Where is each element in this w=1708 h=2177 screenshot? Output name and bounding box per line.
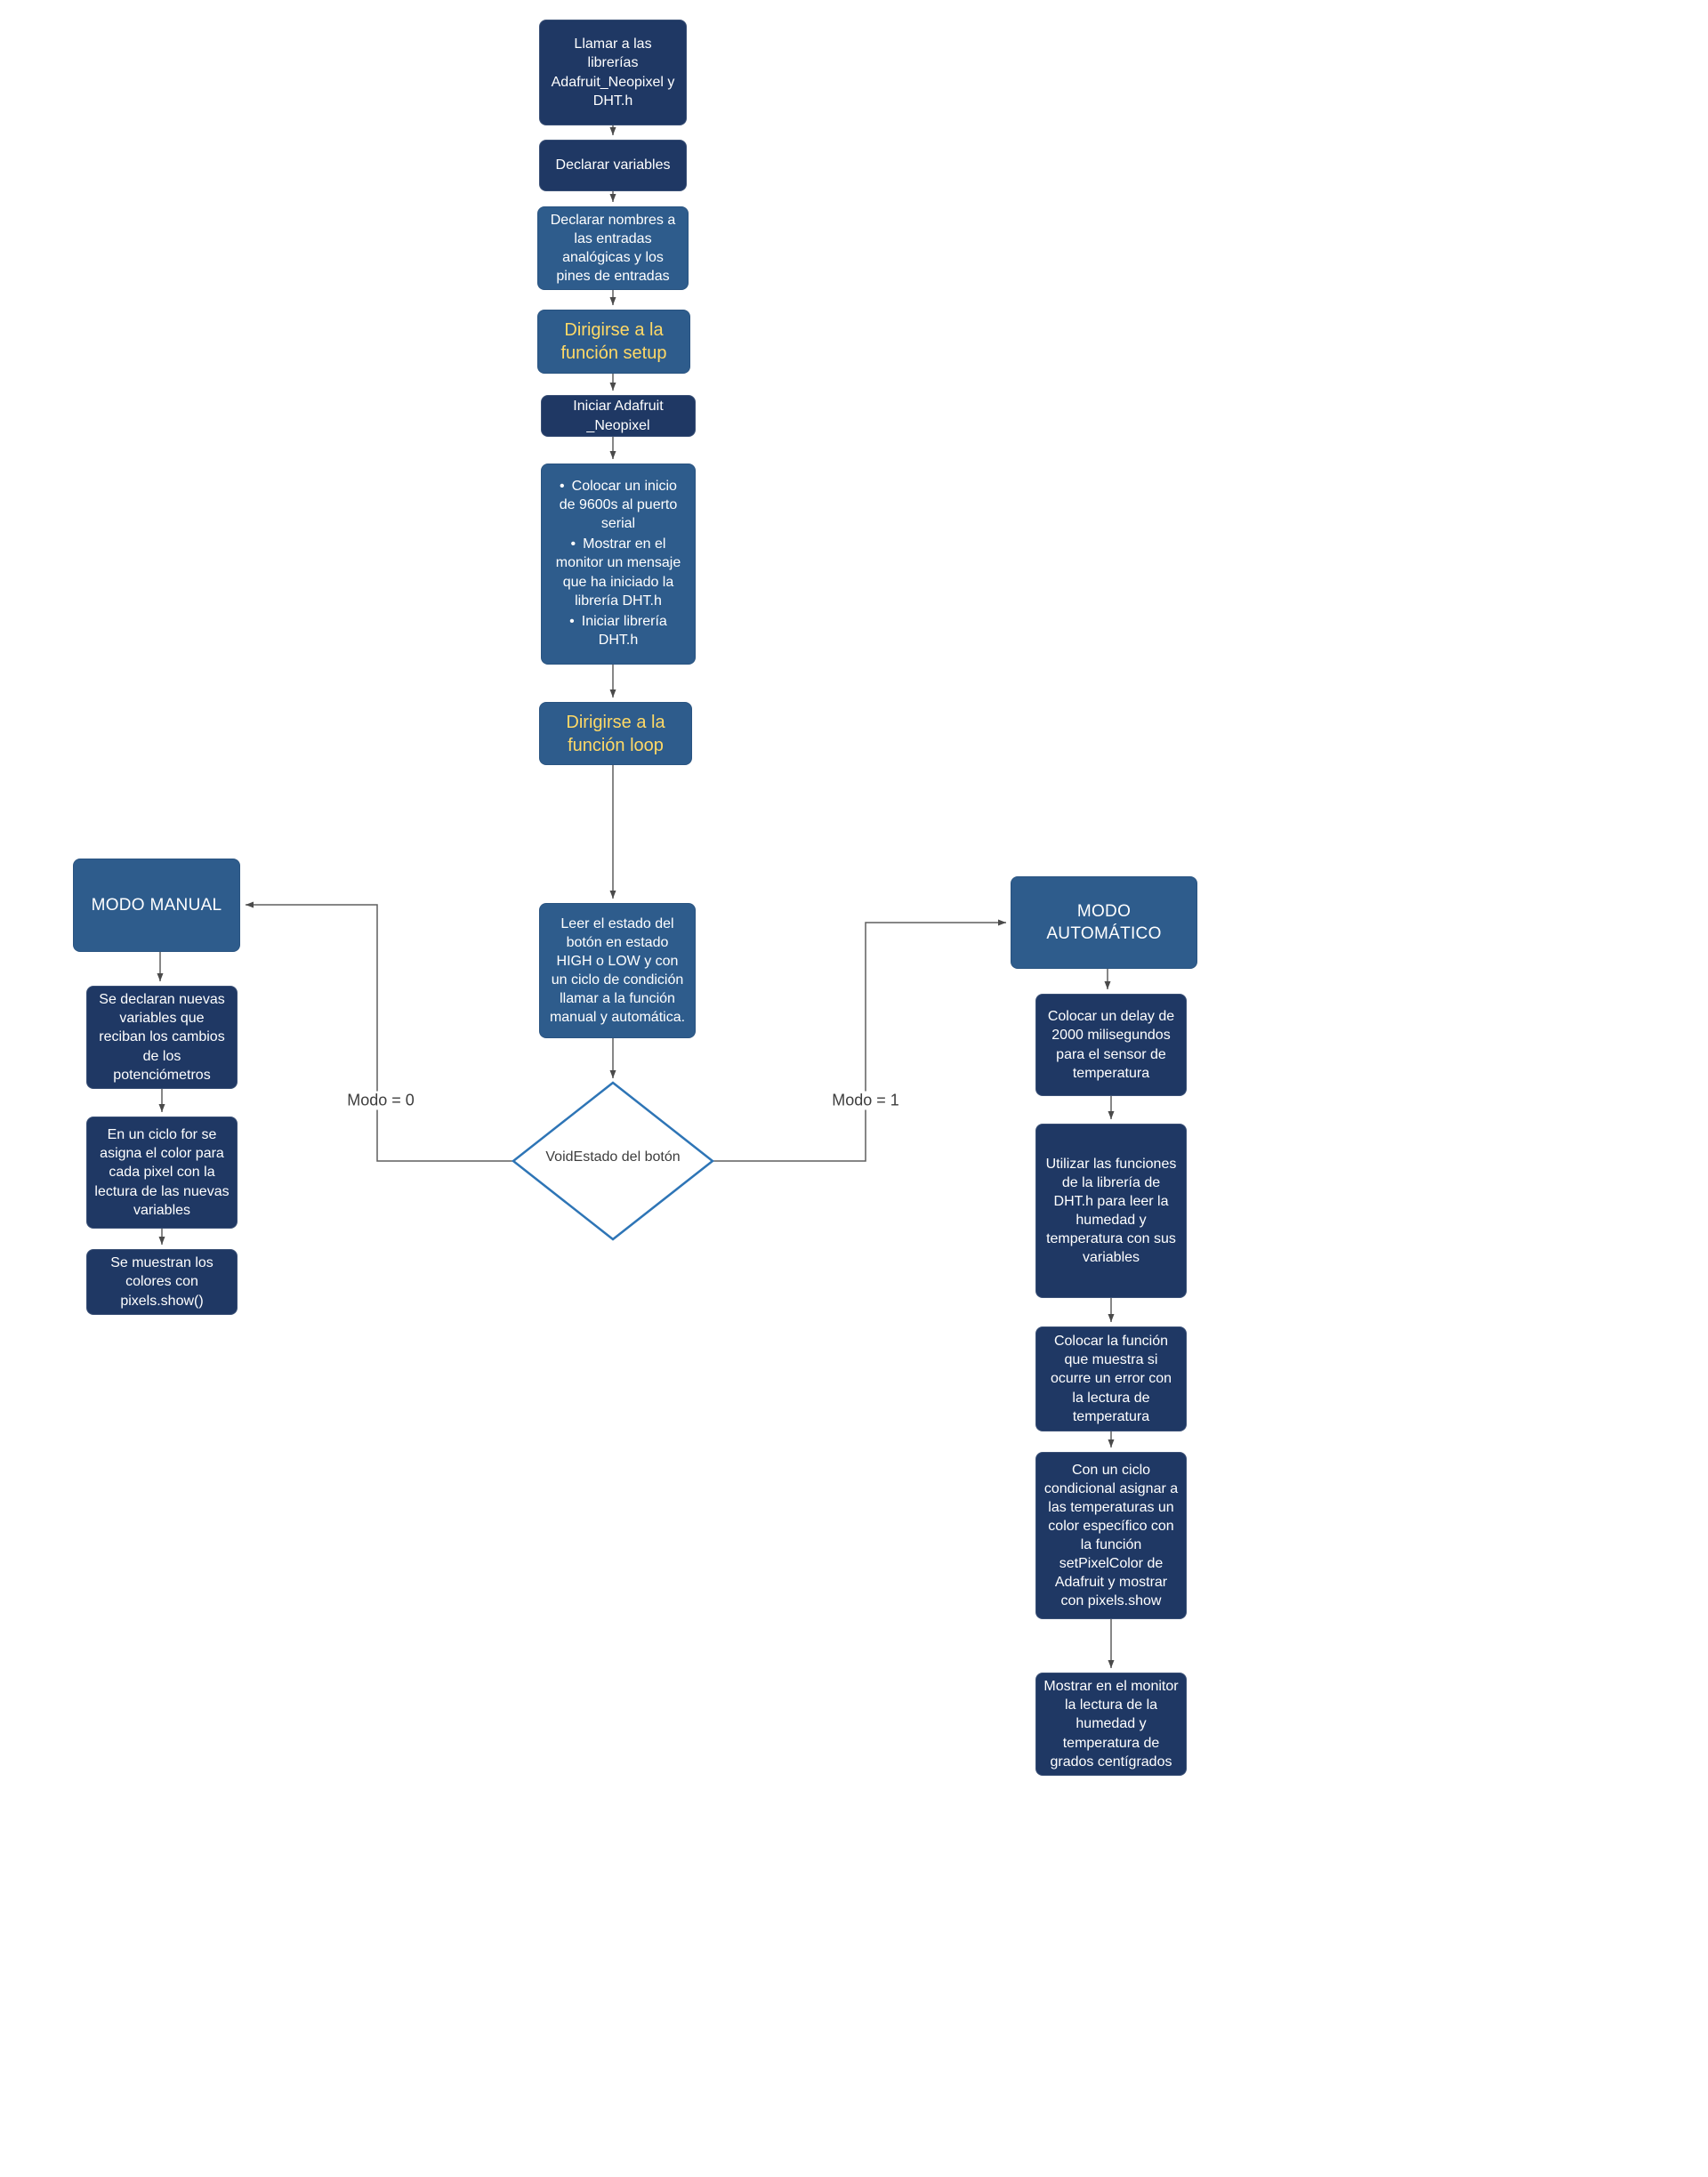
node-declare-names: Declarar nombres a las entradas analógic… [537, 206, 689, 290]
setup-step-item: Mostrar en el monitor un mensaje que ha … [551, 535, 686, 609]
node-goto-setup-label: Dirigirse a la función setup [560, 320, 667, 363]
node-auto-monitor-output-label: Mostrar en el monitor la lectura de la h… [1043, 1679, 1179, 1770]
node-setup-steps: Colocar un inicio de 9600s al puerto ser… [541, 464, 696, 665]
node-manual-declare-variables: Se declaran nuevas variables que reciban… [86, 986, 238, 1089]
decision-diamond-shape [511, 1081, 715, 1241]
decision-diamond-label: VoidEstado del botón [545, 1149, 681, 1165]
node-manual-for-loop: En un ciclo for se asigna el color para … [86, 1117, 238, 1229]
node-manual-mode-label: MODO MANUAL [91, 895, 222, 915]
node-init-neopixel-label: Iniciar Adafruit _Neopixel [573, 399, 664, 433]
setup-step-text: Iniciar librería DHT.h [581, 613, 667, 648]
edge-label-mode-1: Modo = 1 [827, 1091, 904, 1110]
node-auto-dht-functions: Utilizar las funciones de la librería de… [1035, 1124, 1187, 1298]
node-goto-loop: Dirigirse a la función loop [539, 702, 692, 765]
bullet-icon [571, 536, 584, 552]
node-auto-set-pixel-color: Con un ciclo condicional asignar a las t… [1035, 1452, 1187, 1619]
node-call-libraries: Llamar a las librerías Adafruit_Neopixel… [539, 20, 687, 125]
node-manual-mode: MODO MANUAL [73, 859, 240, 952]
node-auto-error-check-label: Colocar la función que muestra si ocurre… [1050, 1334, 1172, 1424]
node-auto-dht-functions-label: Utilizar las funciones de la librería de… [1045, 1156, 1177, 1266]
node-auto-error-check: Colocar la función que muestra si ocurre… [1035, 1326, 1187, 1431]
connector-decision-to-auto [713, 919, 1006, 1162]
node-read-button-label: Leer el estado del botón en estado HIGH … [549, 915, 686, 1026]
connector-decision-to-manual [246, 901, 513, 1162]
node-call-libraries-label: Llamar a las librerías Adafruit_Neopixel… [551, 36, 675, 109]
node-auto-set-pixel-color-label: Con un ciclo condicional asignar a las t… [1043, 1462, 1179, 1609]
node-manual-show-colors-label: Se muestran los colores con pixels.show(… [110, 1255, 214, 1309]
node-declare-names-label: Declarar nombres a las entradas analógic… [550, 212, 676, 285]
node-manual-declare-variables-label: Se declaran nuevas variables que reciban… [99, 992, 225, 1083]
node-manual-for-loop-label: En un ciclo for se asigna el color para … [94, 1127, 230, 1218]
node-auto-mode: MODO AUTOMÁTICO [1011, 876, 1197, 969]
node-auto-delay-label: Colocar un delay de 2000 milisegundos pa… [1047, 1009, 1175, 1081]
node-auto-mode-label: MODO AUTOMÁTICO [1046, 901, 1162, 943]
node-declare-variables-label: Declarar variables [555, 157, 671, 173]
node-goto-loop-label: Dirigirse a la función loop [566, 712, 665, 755]
node-declare-variables: Declarar variables [539, 140, 687, 191]
setup-step-text: Mostrar en el monitor un mensaje que ha … [555, 536, 681, 609]
node-init-neopixel: Iniciar Adafruit _Neopixel [541, 395, 696, 437]
setup-step-item: Iniciar librería DHT.h [551, 612, 686, 649]
node-read-button: Leer el estado del botón en estado HIGH … [539, 903, 696, 1038]
bullet-icon [569, 614, 582, 629]
setup-step-text: Colocar un inicio de 9600s al puerto ser… [559, 479, 678, 532]
bullet-icon [560, 479, 572, 494]
setup-step-item: Colocar un inicio de 9600s al puerto ser… [551, 477, 686, 533]
node-auto-delay: Colocar un delay de 2000 milisegundos pa… [1035, 994, 1187, 1096]
node-goto-setup: Dirigirse a la función setup [537, 310, 690, 374]
edge-label-mode-0: Modo = 0 [342, 1091, 419, 1110]
node-auto-monitor-output: Mostrar en el monitor la lectura de la h… [1035, 1673, 1187, 1776]
node-manual-show-colors: Se muestran los colores con pixels.show(… [86, 1249, 238, 1315]
